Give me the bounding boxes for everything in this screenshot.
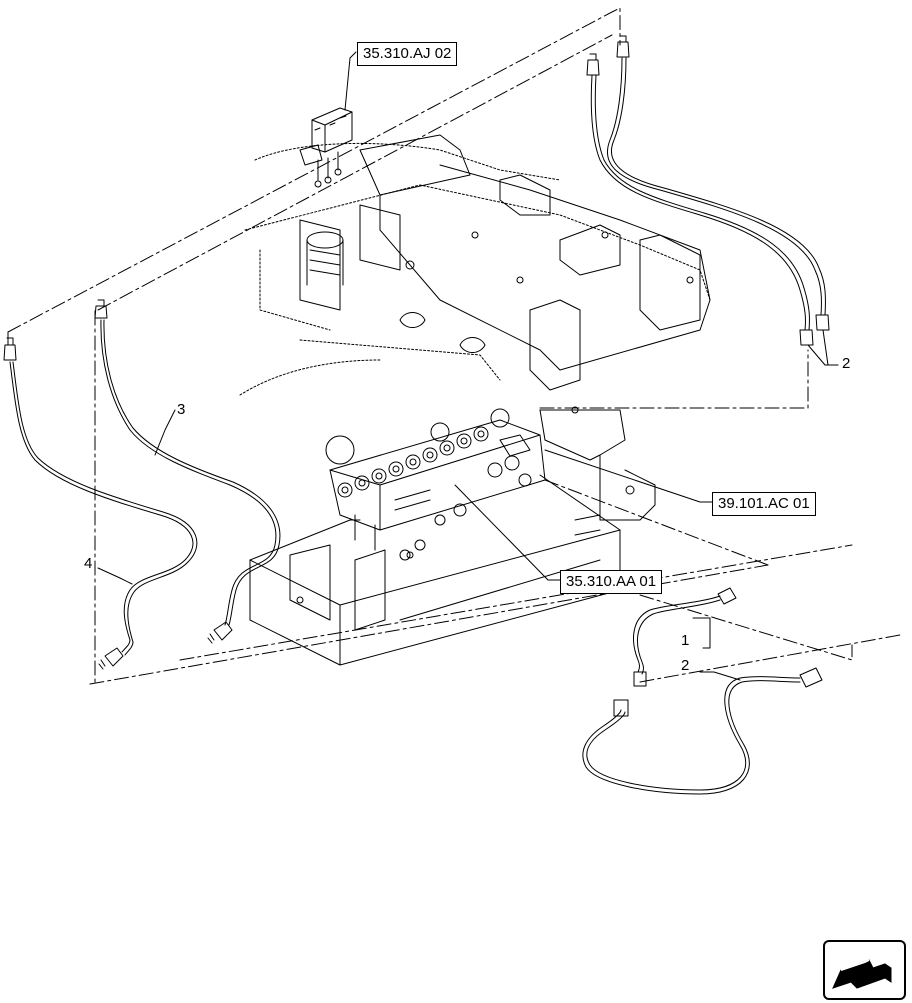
callout-hose-1: 1 (681, 632, 690, 649)
main-control-valve (325, 408, 546, 561)
solenoid-valve (299, 107, 353, 188)
hose-2-lower (582, 667, 823, 795)
lower-frame (249, 406, 656, 666)
phantom-lines (7, 7, 901, 685)
callout-hose-3: 3 (177, 401, 186, 418)
callout-hose-4: 4 (84, 555, 93, 572)
reference-leaders (344, 51, 716, 581)
callout-hose-2-top: 2 (842, 355, 851, 372)
hose-4 (3, 337, 198, 670)
reference-box-aj[interactable]: 35.310.AJ 02 (357, 42, 458, 66)
upper-subframe (299, 134, 711, 391)
upper-frame-ghost (239, 142, 711, 396)
reference-box-ac[interactable]: 39.101.AC 01 (712, 492, 816, 516)
hose-3 (94, 299, 281, 644)
reference-box-aa[interactable]: 35.310.AA 01 (560, 570, 663, 594)
hose-2-upper-pair (586, 35, 839, 366)
next-page-arrow-button[interactable] (823, 940, 906, 1000)
callout-hose-2-bottom: 2 (681, 657, 690, 674)
hose-1 (633, 587, 737, 687)
next-page-arrow-icon (832, 959, 892, 989)
